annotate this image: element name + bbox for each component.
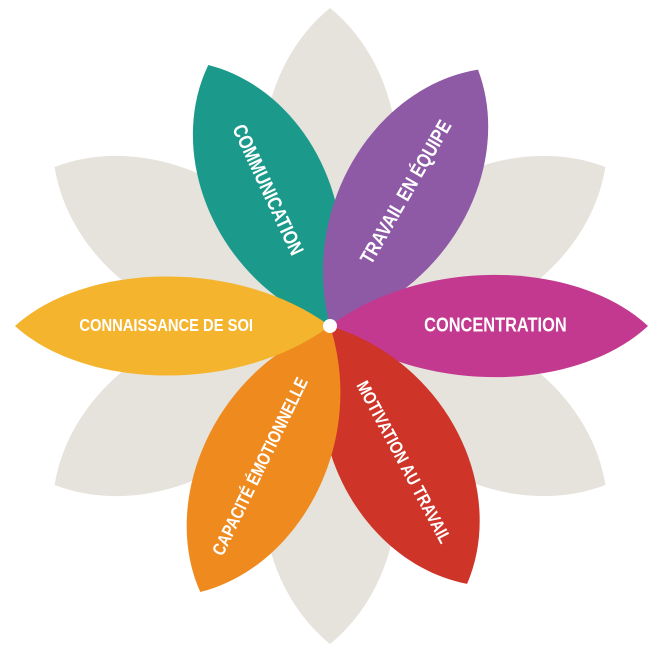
petal-4 [320, 326, 480, 584]
background-petal [54, 318, 330, 497]
petal-5 [186, 326, 341, 593]
petal-label-6: CONNAISSANCE DE SOI [79, 315, 253, 335]
petal-label-3: CONCENTRATION [424, 313, 567, 336]
petal-3 [330, 274, 648, 378]
colored-petals [15, 64, 648, 593]
petal-6 [15, 276, 330, 376]
flower-center [323, 319, 337, 333]
petal-1 [193, 64, 343, 326]
petal-2 [322, 69, 489, 326]
background-petal [54, 155, 330, 334]
